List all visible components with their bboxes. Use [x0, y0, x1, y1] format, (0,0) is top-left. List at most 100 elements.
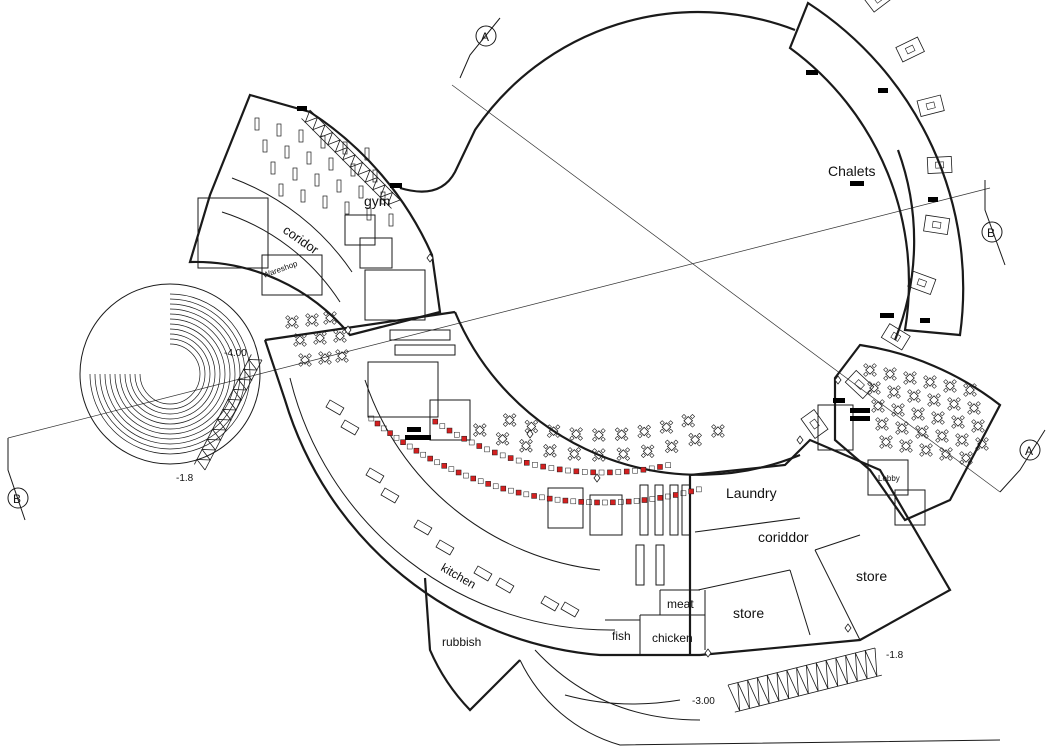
- zigzag-edge: [309, 109, 401, 201]
- room-label-warehouse: Wareshop: [262, 259, 300, 280]
- counter-segment: [565, 467, 571, 474]
- black-tag: [833, 398, 845, 403]
- dining-table: [495, 432, 510, 446]
- kitchen-unit: [340, 419, 360, 436]
- counter-segment: [507, 455, 514, 461]
- dining-table: [519, 439, 533, 453]
- section-b-right-label: B: [987, 226, 995, 240]
- zigzag-edge: [734, 674, 882, 713]
- dining-table: [524, 419, 539, 434]
- level-south-east: -1.8: [886, 650, 904, 661]
- dining-table: [333, 329, 347, 343]
- counter-segment: [641, 497, 648, 503]
- black-tag: [297, 106, 307, 111]
- gym-machine: [344, 201, 350, 215]
- level-west-bottom: -1.8: [176, 473, 194, 484]
- counter-segment: [546, 495, 553, 502]
- counter-segment: [607, 469, 613, 476]
- gym-machine: [342, 141, 348, 155]
- dining-table: [971, 419, 985, 433]
- door-marker: [844, 623, 852, 633]
- level-west-top: -4.00: [224, 348, 247, 359]
- counter-segment: [492, 483, 499, 490]
- door-marker: [426, 253, 434, 263]
- dining-table: [907, 389, 921, 403]
- counter-segment: [649, 496, 656, 502]
- kitchen-unit: [560, 601, 580, 618]
- ramp-step: [104, 308, 236, 440]
- counter-segment: [562, 497, 569, 504]
- door-marker: [796, 435, 804, 445]
- room-label-fish: fish: [612, 629, 631, 643]
- kitchen-unit: [380, 487, 400, 504]
- dining-table: [614, 427, 629, 441]
- gym-equipment: [254, 117, 394, 227]
- counter-segment: [387, 430, 393, 436]
- counter-segment: [448, 466, 455, 472]
- dining-table: [863, 363, 877, 377]
- room-label-lobby: Lobby: [878, 474, 900, 483]
- black-tag: [878, 88, 888, 93]
- counter-segment: [640, 466, 647, 473]
- black-tag: [850, 408, 870, 413]
- dining-table: [502, 413, 517, 427]
- gym-machine: [380, 191, 386, 205]
- counter-segment: [657, 495, 663, 501]
- kitchen-unit: [495, 577, 515, 594]
- chalet-unit: [880, 323, 911, 351]
- gym-machine: [262, 139, 268, 153]
- section-lines: [7, 84, 1001, 493]
- room-label-rubbish: rubbish: [442, 635, 481, 649]
- counter-segment: [454, 431, 460, 438]
- dining-table: [891, 403, 905, 417]
- dining-table: [637, 424, 651, 439]
- dining-table: [895, 421, 909, 435]
- gym-machine: [306, 151, 312, 165]
- restaurant-tables: [473, 413, 725, 462]
- chalet-unit: [923, 214, 951, 235]
- counter-segment: [554, 496, 561, 503]
- gym-machine: [300, 189, 306, 203]
- door-marker: [704, 648, 712, 658]
- room-label-corridor-north: coridor: [280, 222, 322, 257]
- gym-machine: [350, 163, 356, 177]
- counter-segment: [648, 465, 655, 472]
- room-tags: [297, 70, 938, 440]
- counter-segment: [570, 498, 577, 505]
- counter-segment: [618, 499, 624, 505]
- north-wing: [188, 93, 442, 337]
- dining-table: [883, 367, 897, 381]
- dining-table: [879, 435, 893, 449]
- chalet-bed: [873, 0, 885, 4]
- dining-table: [711, 424, 725, 438]
- section-b-left-label: B: [13, 492, 21, 506]
- chalets-wing: [788, 0, 965, 439]
- chalet-unit: [800, 409, 829, 439]
- counter-segment: [632, 467, 638, 474]
- chalet-bed: [931, 220, 942, 229]
- zigzag-wall: [304, 109, 401, 206]
- counter-segment: [531, 493, 537, 499]
- zigzag-edge: [204, 359, 263, 471]
- chalet-bed: [809, 418, 820, 430]
- dining-table: [298, 353, 312, 367]
- counter-segment: [610, 499, 616, 506]
- chalet-unit: [907, 270, 937, 296]
- kitchen-unit: [413, 519, 433, 536]
- chalet-unit: [926, 155, 953, 175]
- kitchen-unit: [325, 399, 345, 416]
- dining-table: [967, 401, 981, 415]
- retaining-walls: [193, 109, 882, 713]
- counter-segment: [461, 435, 467, 442]
- dining-table: [963, 383, 977, 397]
- counter-segment: [492, 449, 498, 456]
- gym-machine: [278, 183, 284, 197]
- service-wing: [605, 438, 952, 657]
- black-tag: [390, 183, 402, 188]
- counter-segment: [484, 446, 490, 453]
- dining-table: [681, 413, 696, 428]
- dining-table: [867, 381, 881, 395]
- dining-table: [569, 427, 583, 441]
- black-tag: [407, 427, 421, 432]
